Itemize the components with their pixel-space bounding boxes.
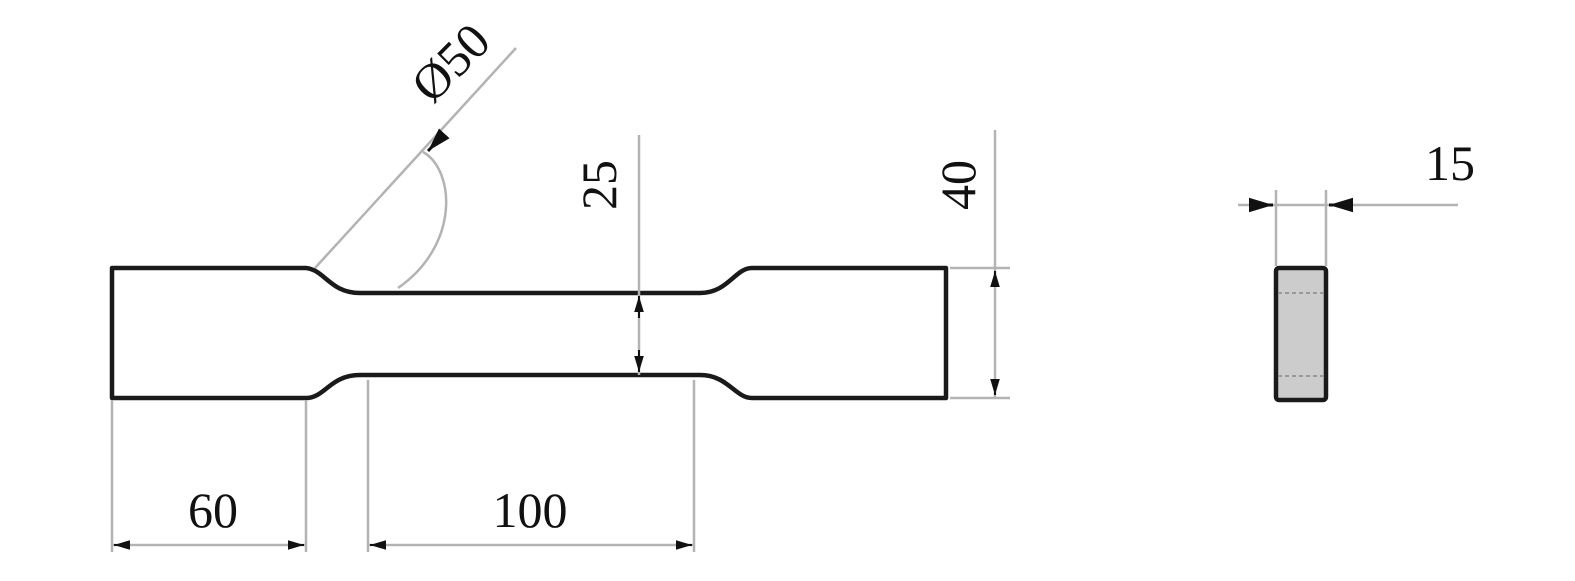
grip-width-dimension: 40 bbox=[930, 130, 1010, 400]
fillet-diameter-label: Ø50 bbox=[400, 12, 500, 112]
grip-width-label: 40 bbox=[930, 160, 986, 210]
gauge-width-label: 25 bbox=[571, 160, 627, 210]
gauge-width-dimension: 25 bbox=[571, 135, 644, 375]
grip-length-dimension: 60 bbox=[110, 400, 308, 552]
thickness-label: 15 bbox=[1425, 135, 1475, 191]
specimen-outline bbox=[109, 265, 949, 401]
gauge-length-dimension: 100 bbox=[366, 380, 696, 552]
cross-section: 15 bbox=[1238, 135, 1475, 403]
gauge-length-label: 100 bbox=[493, 482, 568, 538]
fillet-diameter-dimension: Ø50 bbox=[314, 12, 517, 290]
grip-length-label: 60 bbox=[188, 482, 238, 538]
